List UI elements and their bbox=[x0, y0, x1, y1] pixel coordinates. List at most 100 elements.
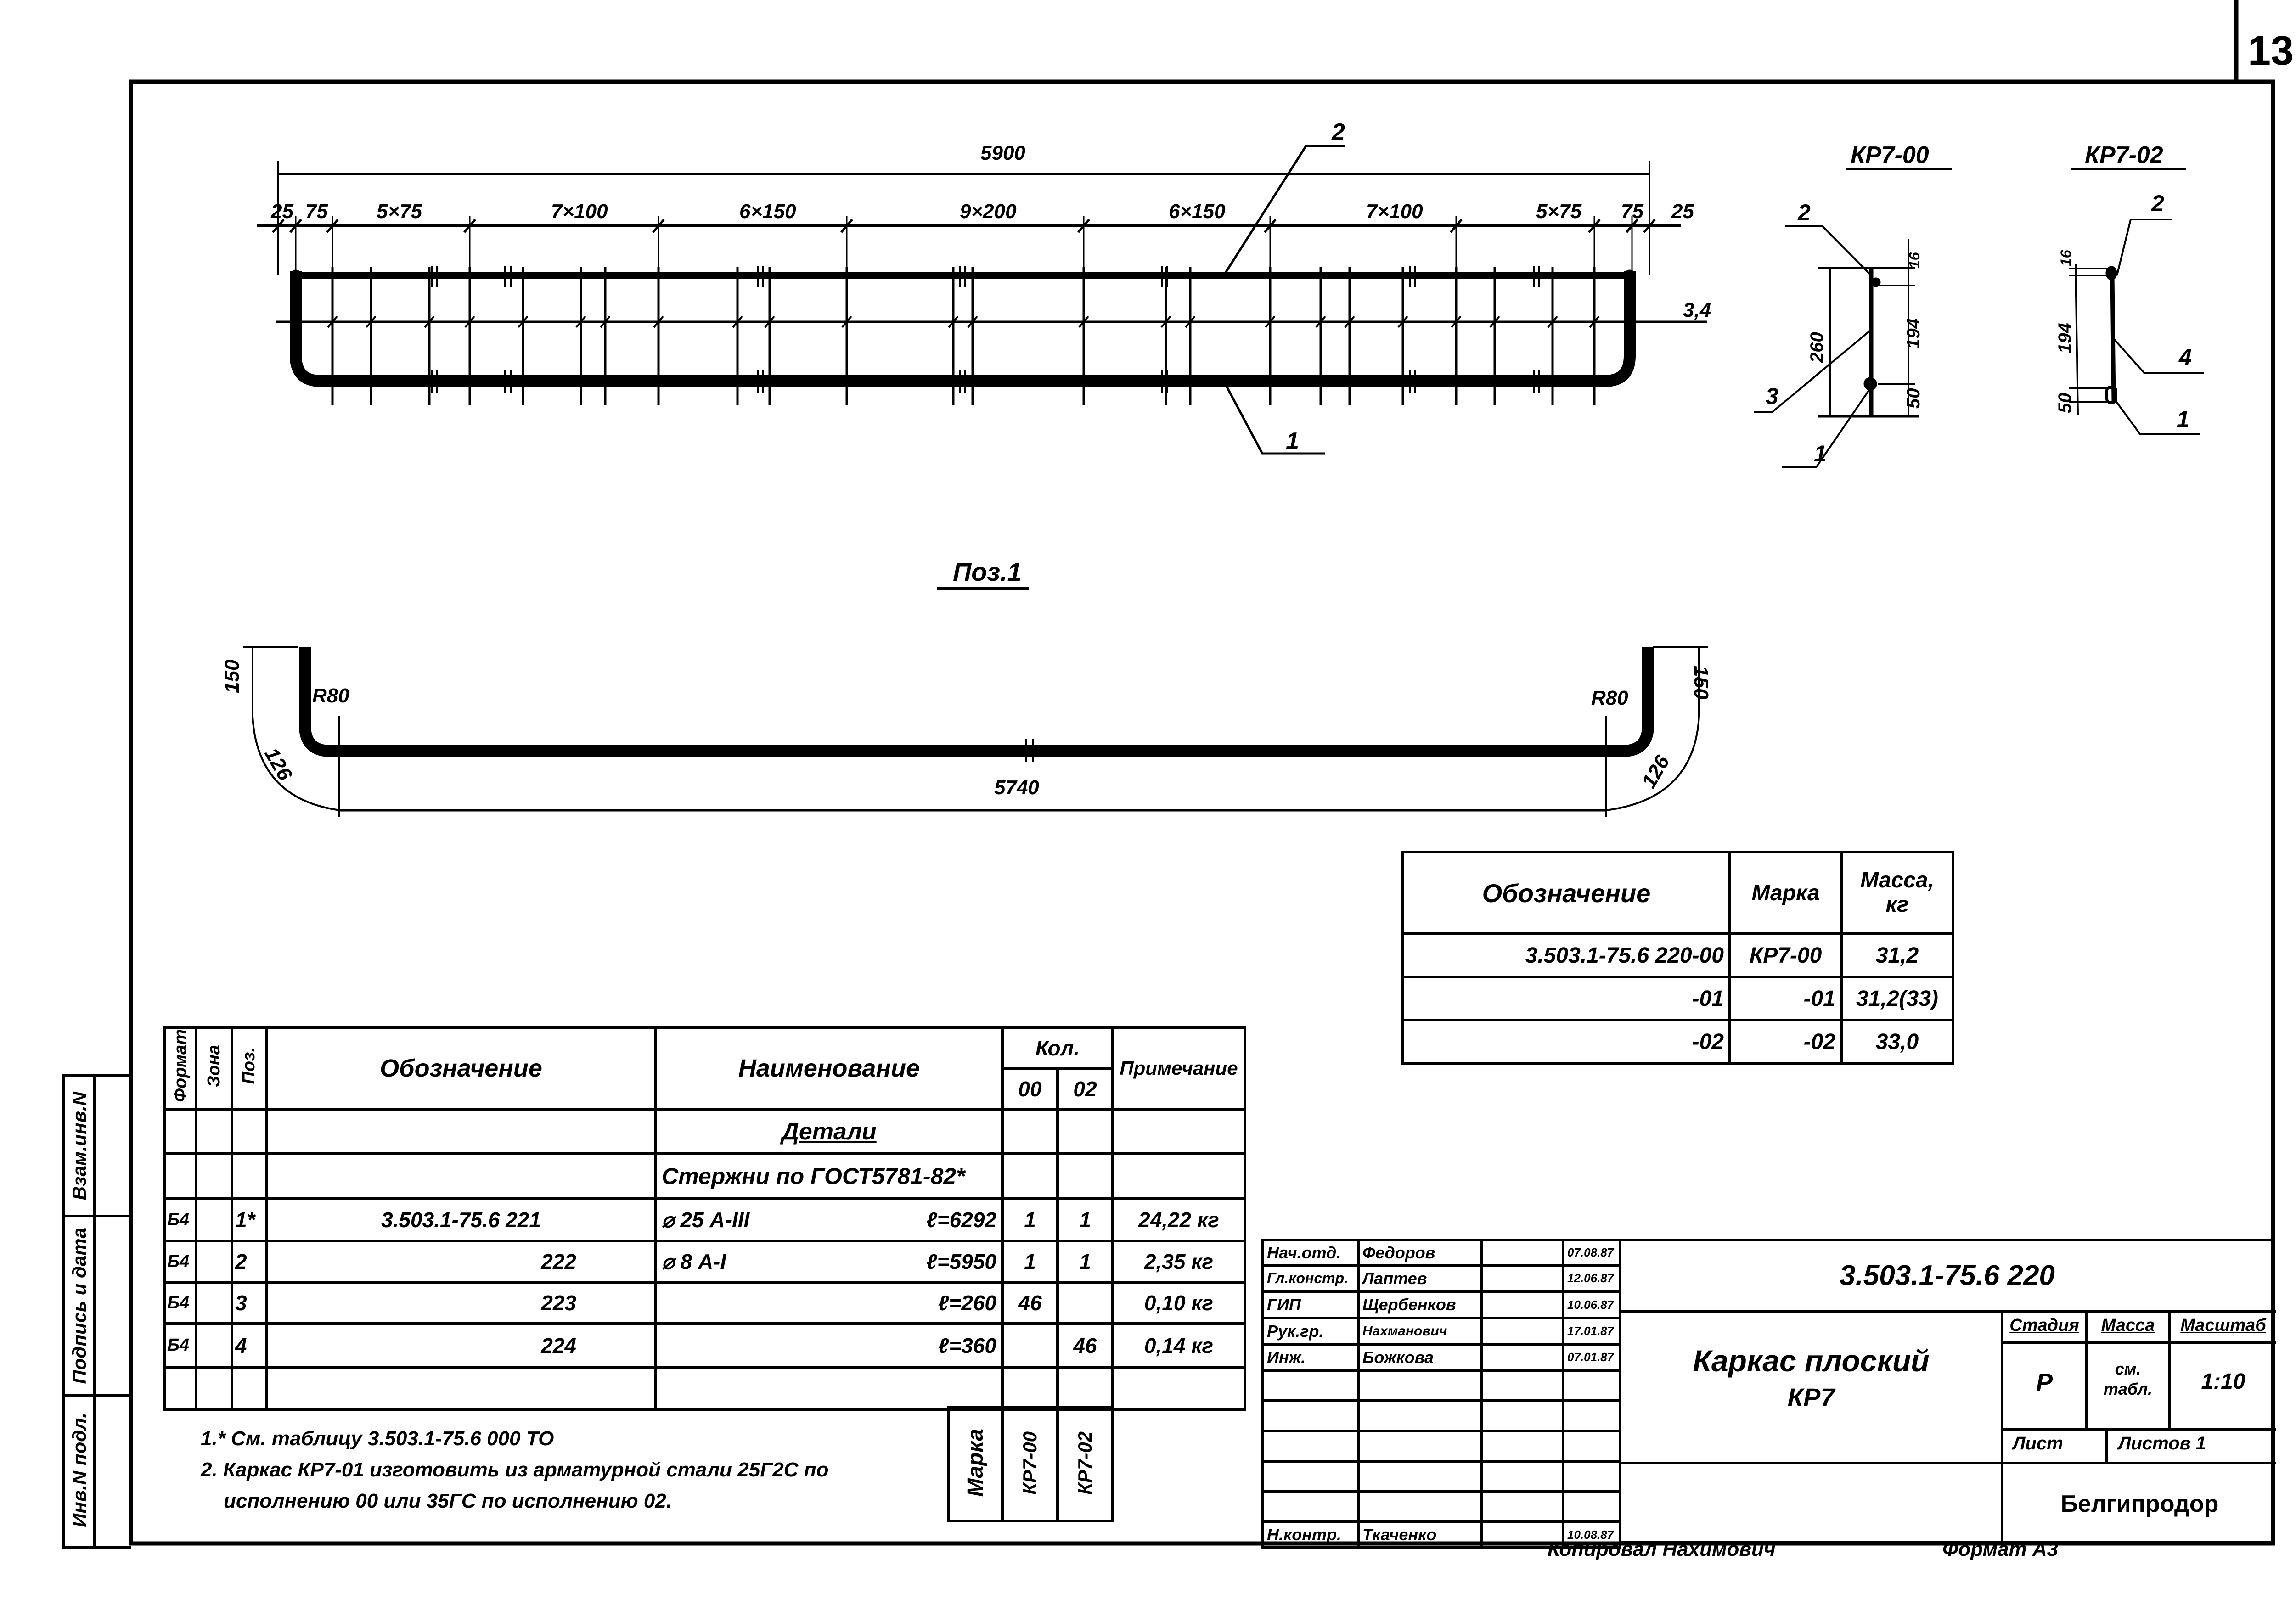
header-qty: Кол. bbox=[1001, 1026, 1114, 1070]
scale-value: 1:10 bbox=[2201, 1369, 2245, 1394]
segment-dim: 5×75 bbox=[1536, 200, 1582, 223]
subsection-rods: Стержни по ГОСТ5781-82* bbox=[654, 1152, 1004, 1200]
dimension-tick bbox=[764, 315, 775, 328]
sheet-label: Лист bbox=[2013, 1433, 2063, 1453]
callout-1: 1 bbox=[1286, 428, 1299, 454]
dimension-tick bbox=[1489, 315, 1500, 328]
strip-label-signature-date: Подпись и дата bbox=[68, 1227, 90, 1384]
svg-text:КР7-02: КР7-02 bbox=[2085, 142, 2163, 168]
svg-text:2: 2 bbox=[1797, 200, 1811, 225]
mass-header-designation: Обозначение bbox=[1401, 851, 1731, 935]
leader-1 bbox=[1222, 380, 1325, 455]
dimension-tick bbox=[1547, 315, 1558, 328]
segment-dim: 25 bbox=[1671, 200, 1694, 223]
dimension-tick bbox=[841, 315, 852, 328]
section-kr7-00 bbox=[1754, 168, 1952, 468]
dimension-tick bbox=[1643, 219, 1656, 233]
organization: Белгипродор bbox=[2060, 1491, 2219, 1517]
segment-dim: 5×75 bbox=[377, 200, 422, 223]
segment-dim: 7×100 bbox=[1366, 200, 1423, 223]
segment-dim: 75 bbox=[1621, 200, 1643, 223]
segment-dim: 6×150 bbox=[1169, 200, 1226, 223]
dimension-tick bbox=[600, 315, 611, 328]
header-pos: Поз. bbox=[239, 1047, 259, 1084]
dimension-tick bbox=[1078, 315, 1089, 328]
section-kr7-02 bbox=[2069, 168, 2204, 435]
dimension-tick bbox=[1397, 315, 1408, 328]
dimension-tick bbox=[1077, 219, 1090, 233]
svg-text:5740: 5740 bbox=[994, 776, 1039, 799]
svg-text:2: 2 bbox=[2151, 191, 2164, 216]
segment-dim: 6×150 bbox=[739, 200, 796, 223]
note-1: 1.* См. таблицу 3.503.1-75.6 000 ТО bbox=[201, 1427, 554, 1450]
dimension-tick bbox=[732, 315, 743, 328]
svg-text:260: 260 bbox=[1807, 332, 1827, 363]
dimension-tick bbox=[463, 219, 476, 233]
pos1-bar bbox=[299, 647, 1654, 757]
dimension-tick bbox=[327, 315, 338, 328]
section-labels: КР7-00 260 16 194 50 2 3 1 КР7-02 16 194… bbox=[1766, 142, 2192, 466]
mass-row: 3.503.1-75.6 220-00 КР7-00 31,2 bbox=[1401, 932, 1954, 978]
mass-value: см. табл. bbox=[2103, 1359, 2153, 1398]
mass-table: Обозначение Марка Масса, кг 3.503.1-75.6… bbox=[1401, 851, 1954, 1065]
stage-value: Р bbox=[2036, 1369, 2053, 1396]
svg-text:194: 194 bbox=[1903, 318, 1924, 349]
title-block: 3.503.1-75.6 220 Каркас плоский КР7 Стад… bbox=[1619, 1239, 2276, 1546]
paper-format: Формат А3 bbox=[1942, 1538, 2059, 1560]
position1-view bbox=[243, 587, 1708, 817]
mass-header-mass: Масса, кг bbox=[1840, 851, 1954, 935]
table-row: Б4 3 223 ℓ=260 46 0,10 кг bbox=[163, 1281, 1246, 1325]
dimension-tick bbox=[652, 219, 665, 233]
note-2-cont: исполнению 00 или 35ГС по исполнению 02. bbox=[224, 1490, 672, 1512]
header-name: Наименование bbox=[654, 1026, 1004, 1111]
header-format: Формат bbox=[170, 1029, 190, 1102]
bottom-bar-pos1 bbox=[290, 271, 1636, 387]
copied-by: Копировал Нахимович bbox=[1548, 1538, 1776, 1560]
dimension-tick bbox=[1451, 315, 1462, 328]
dimension-tick bbox=[518, 315, 529, 328]
dimension-tick bbox=[840, 219, 853, 233]
dimension-tick bbox=[1589, 315, 1600, 328]
side-strip: Взам.инв.N Подпись и дата Инв.N подл. bbox=[62, 1074, 131, 1549]
svg-text:16: 16 bbox=[1906, 252, 1923, 269]
strip-label-replaced-inv: Взам.инв.N bbox=[68, 1091, 90, 1201]
dimension-tick bbox=[1160, 315, 1171, 328]
elevation-view bbox=[257, 145, 1707, 455]
overall-dimension: 5900 bbox=[980, 142, 1025, 164]
leader-2 bbox=[1222, 145, 1345, 276]
elevation-labels: 5900 25 75 5×75 7×100 6×150 9×200 6×150 … bbox=[270, 119, 1711, 454]
header-qty-02: 02 bbox=[1056, 1067, 1114, 1111]
svg-text:4: 4 bbox=[2178, 344, 2192, 370]
section-details: Детали bbox=[782, 1118, 877, 1145]
dimension-tick bbox=[1315, 315, 1326, 328]
dimension-tick bbox=[948, 315, 959, 328]
scale-label: Масштаб bbox=[2180, 1316, 2266, 1335]
document-code: 3.503.1-75.6 220 bbox=[1840, 1260, 2055, 1291]
svg-text:3: 3 bbox=[1766, 383, 1778, 409]
mass-label: Масса bbox=[2101, 1316, 2155, 1335]
note-2: 2. Каркас КР7-01 изготовить из арматурно… bbox=[201, 1459, 829, 1481]
dimension-tick bbox=[1344, 315, 1355, 328]
header-qty-00: 00 bbox=[1001, 1067, 1059, 1111]
drawing-title: Каркас плоский КР7 bbox=[1693, 1344, 1930, 1412]
dimension-tick bbox=[575, 315, 586, 328]
svg-text:194: 194 bbox=[2055, 323, 2075, 353]
sheets-count: Листов 1 bbox=[2118, 1433, 2206, 1453]
mass-row: -01 -01 31,2(33) bbox=[1401, 976, 1954, 1021]
dimension-tick bbox=[326, 219, 339, 233]
svg-text:150: 150 bbox=[221, 659, 243, 693]
header-zone: Зона bbox=[204, 1044, 224, 1087]
specification-table: Формат Зона Поз. Обозначение Наименовани… bbox=[163, 1026, 1246, 1411]
svg-text:R80: R80 bbox=[312, 684, 349, 707]
notes: 1.* См. таблицу 3.503.1-75.6 000 ТО 2. К… bbox=[201, 1423, 828, 1517]
segment-dim: 25 bbox=[270, 200, 293, 223]
dimension-tick bbox=[366, 315, 377, 328]
